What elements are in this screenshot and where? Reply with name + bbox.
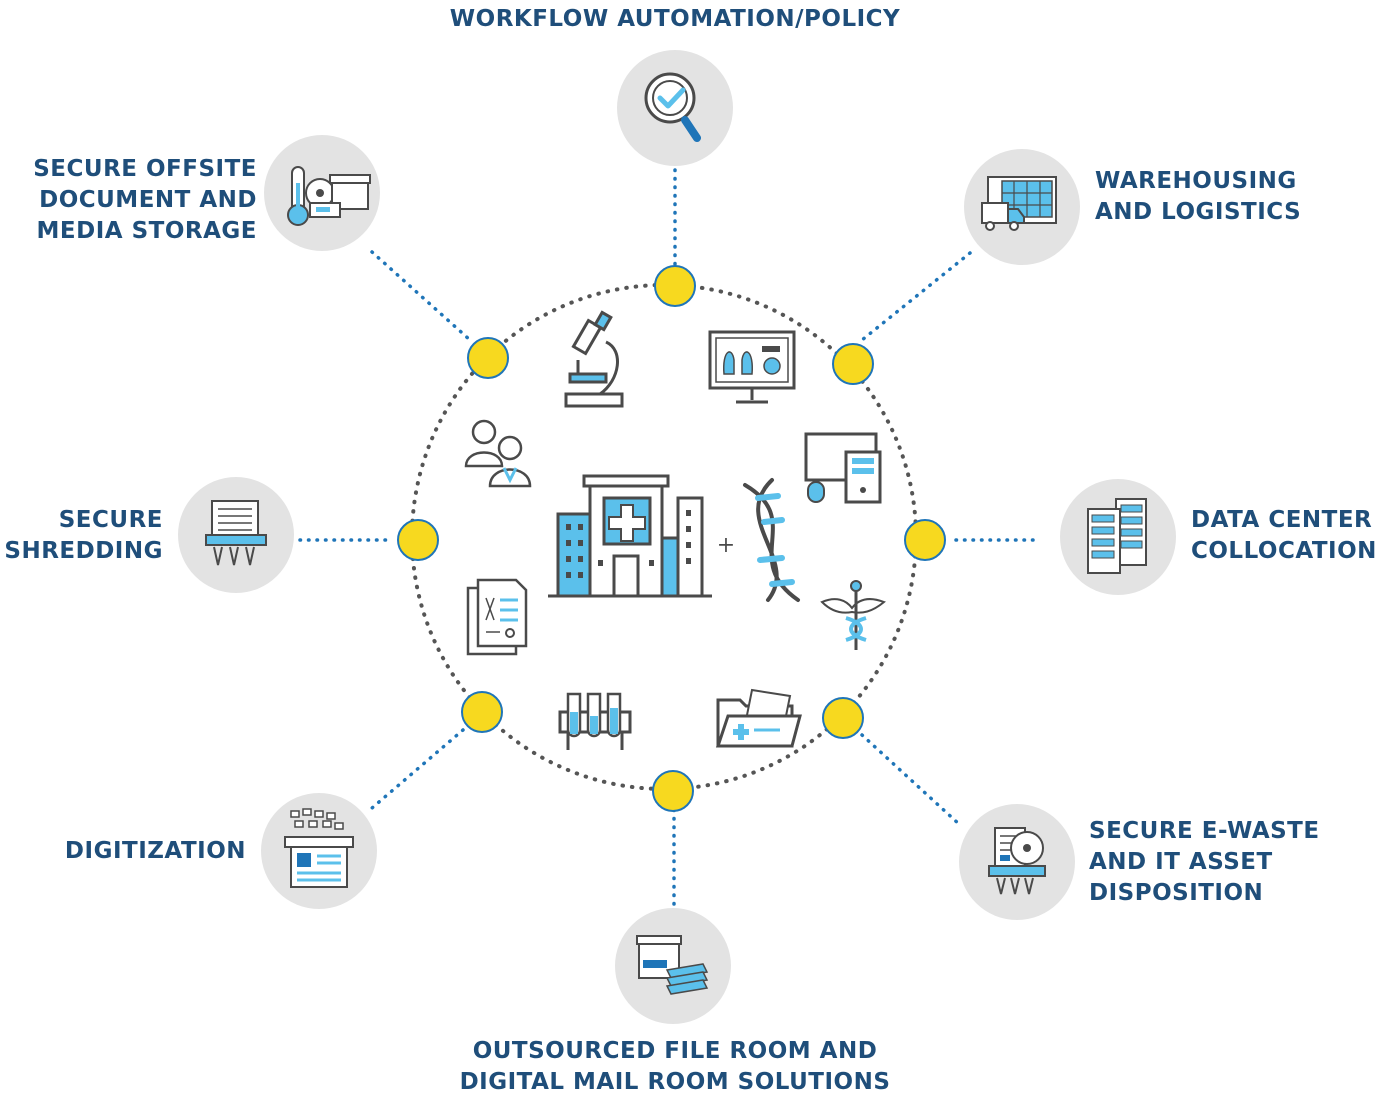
label-line: DATA CENTER [1191,507,1373,533]
node-digitization [461,691,503,733]
medical-folder-icon [715,688,802,748]
label-line: AND LOGISTICS [1095,199,1302,225]
label-line: SECURE [58,507,163,533]
doctors-icon [464,419,532,488]
microscope-icon [564,310,624,408]
connector-storage [370,250,472,342]
scanner-icon [284,808,354,888]
label-line: DIGITAL MAIL ROOM SOLUTIONS [459,1069,891,1095]
server-rack-icon [1087,498,1147,574]
label-line: DOCUMENT AND [39,187,257,213]
label-storage: SECURE OFFSITE DOCUMENT AND MEDIA STORAG… [0,154,257,247]
label-line: OUTSOURCED FILE ROOM AND [472,1038,878,1064]
caduceus-icon [820,580,886,650]
label-line: SECURE E-WASTE [1089,818,1320,844]
label-line: WAREHOUSING [1095,168,1297,194]
shredder-icon [205,500,267,566]
label-datacenter: DATA CENTER COLLOCATION [1191,505,1377,567]
node-warehousing [832,343,874,385]
label-line: SHREDDING [4,538,163,564]
dna-icon [743,478,800,602]
label-workflow: WORKFLOW AUTOMATION/POLICY [420,4,930,35]
connector-warehousing [860,251,972,342]
node-datacenter [904,519,946,561]
test-tubes-icon [558,692,632,750]
connector-digitization [370,728,465,810]
desktop-computer-icon [804,432,882,504]
connector-ewaste [860,733,962,827]
label-ewaste: SECURE E-WASTE AND IT ASSET DISPOSITION [1089,816,1320,909]
label-warehousing: WAREHOUSING AND LOGISTICS [1095,166,1301,228]
xray-monitor-icon [708,330,796,404]
label-fileroom: OUTSOURCED FILE ROOM AND DIGITAL MAIL RO… [420,1036,930,1098]
label-digitization: DIGITIZATION [20,836,246,867]
connectors [298,168,1042,912]
storage-boxes-icon [287,166,371,226]
file-boxes-icon [636,935,709,995]
label-line: AND IT ASSET [1089,849,1273,875]
label-line: WORKFLOW AUTOMATION/POLICY [449,6,901,32]
magnifier-check-icon [644,72,701,142]
label-line: DIGITIZATION [64,838,246,864]
label-shredding: SECURE SHREDDING [0,505,163,567]
label-line: MEDIA STORAGE [36,218,257,244]
node-fileroom [652,770,694,812]
node-shredding [397,519,439,561]
medical-report-icon [466,578,528,656]
node-storage [467,337,509,379]
node-ewaste [822,697,864,739]
label-line: DISPOSITION [1089,880,1264,906]
label-line: SECURE OFFSITE [33,156,257,182]
nodes [397,265,946,812]
ewaste-shredder-icon [988,827,1046,895]
plus-sign: + [717,533,735,558]
warehouse-truck-icon [981,176,1057,231]
label-line: COLLOCATION [1191,538,1377,564]
node-workflow [654,265,696,307]
hospital-icon [548,474,712,598]
